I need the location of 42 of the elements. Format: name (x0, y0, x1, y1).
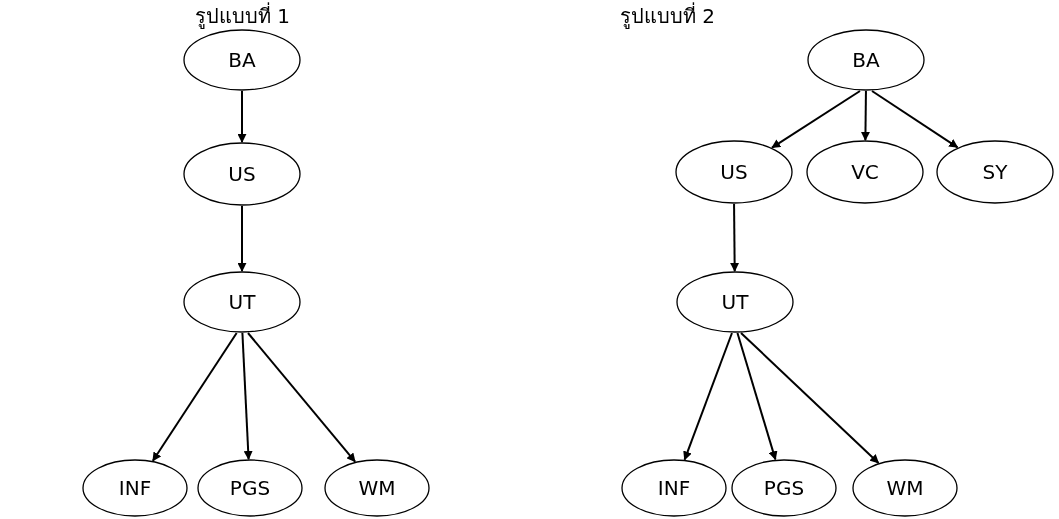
node-label: BA (852, 48, 880, 72)
node-label: PGS (229, 476, 271, 500)
node-label: SY (982, 160, 1008, 184)
ellipse-node (621, 459, 727, 517)
ellipse-node (324, 459, 430, 517)
diagram-heading: รูปแบบที่ 2 (620, 1, 716, 31)
arrow (683, 332, 733, 461)
node-label: BA (228, 48, 256, 72)
arrow (241, 332, 253, 460)
arrow (730, 203, 740, 272)
ellipse-node (852, 459, 958, 517)
arrow (736, 332, 778, 461)
node-label: WM (886, 476, 924, 500)
node-label: PGS (763, 476, 805, 500)
ellipse-node (731, 459, 837, 517)
ellipse-node (936, 140, 1054, 204)
node-label: UT (228, 290, 256, 314)
arrow (771, 90, 861, 149)
ellipse-node (676, 271, 794, 333)
node-label: US (720, 160, 748, 184)
node-label: WM (358, 476, 396, 500)
ellipse-node (82, 459, 188, 517)
ellipse-node (675, 140, 793, 204)
ellipse-node (197, 459, 303, 517)
node-label: INF (657, 476, 691, 500)
node-label: INF (118, 476, 152, 500)
arrow (740, 332, 880, 464)
arrow (871, 90, 959, 149)
node-label: UT (721, 290, 749, 314)
ellipse-node (183, 271, 301, 333)
arrow (237, 90, 247, 143)
ellipse-node (806, 140, 924, 204)
arrow (247, 332, 357, 463)
diagram-heading: รูปแบบที่ 1 (195, 1, 291, 31)
arrow (237, 205, 247, 272)
node-label: US (228, 162, 256, 186)
node-label: VC (851, 160, 879, 184)
ellipse-node (183, 29, 301, 91)
arrow (151, 332, 238, 462)
arrow (860, 90, 870, 141)
ellipse-node (183, 142, 301, 206)
ellipse-node (807, 29, 925, 91)
